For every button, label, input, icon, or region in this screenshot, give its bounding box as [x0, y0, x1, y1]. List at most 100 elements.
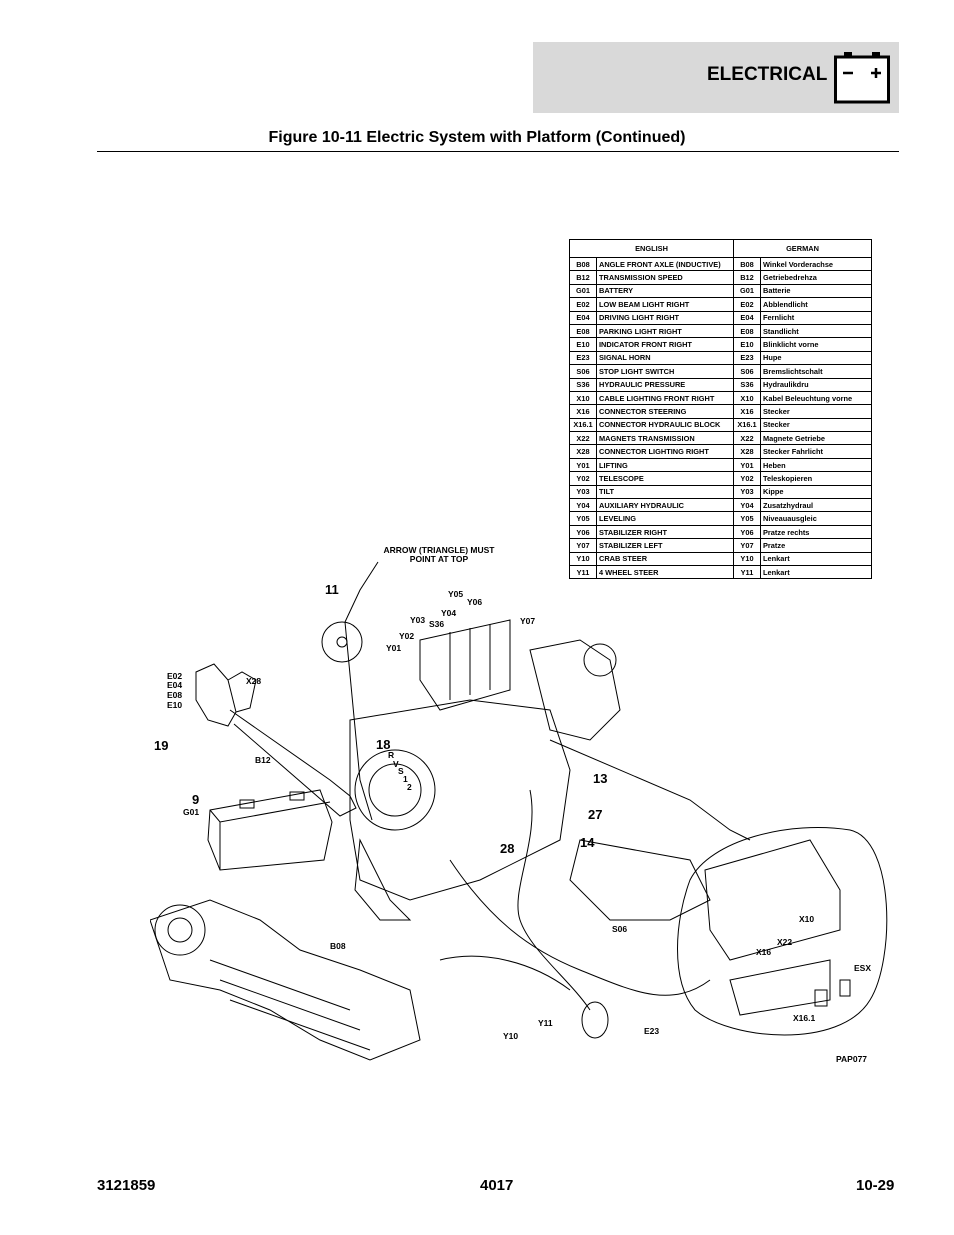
legend-code-german: G01 [733, 283, 761, 299]
legend-description-english: LEVELING [596, 511, 734, 526]
arrow-detail-circle [321, 621, 363, 663]
callout-11: 11 [325, 582, 339, 597]
battery-outline [207, 789, 333, 871]
label-x16-1: X16.1 [793, 1013, 816, 1023]
figure-title: Figure 10-11 Electric System with Platfo… [268, 129, 686, 146]
note-line-2: POINT AT TOP [409, 554, 469, 564]
legend-description-german: Getriebedrehza [760, 270, 872, 285]
light-bracket-arm [229, 709, 357, 817]
legend-header-row: ENGLISH GERMAN [569, 239, 872, 258]
hydraulic-valve-block [419, 619, 511, 711]
legend-description-english: TRANSMISSION SPEED [596, 270, 734, 285]
legend-description-english: HYDRAULIC PRESSURE [596, 377, 734, 392]
legend-code-english: Y04 [569, 498, 597, 513]
legend-description-german: Magnete Getriebe [760, 431, 872, 446]
label-r: R [388, 750, 395, 760]
label-e10: E10 [167, 700, 183, 710]
legend-description-german: Hydraulikdru [760, 377, 872, 392]
callout-19: 19 [154, 738, 169, 753]
horn-outline [581, 1001, 609, 1039]
control-box-detail-circle [677, 827, 888, 1036]
legend-code-english: G01 [569, 283, 597, 299]
legend-code-english: Y02 [569, 471, 597, 486]
note-line-1: ARROW (TRIANGLE) MUST [383, 545, 495, 555]
footer-model: 4017 [480, 1177, 514, 1194]
legend-code-english: E10 [569, 337, 597, 352]
legend-code-german: Y02 [733, 471, 761, 486]
legend-description-german: Bremslichtschalt [760, 364, 872, 379]
legend-code-german: Y03 [733, 484, 761, 500]
legend-description-english: LOW BEAM LIGHT RIGHT [596, 297, 734, 312]
legend-description-english: TILT [596, 484, 734, 500]
electrical-system-diagram [150, 561, 888, 1061]
legend-code-english: X16.1 [569, 417, 597, 433]
legend-description-english: BATTERY [596, 283, 734, 299]
label-pap077: PAP077 [836, 1054, 868, 1064]
legend-description-english: PARKING LIGHT RIGHT [596, 323, 734, 339]
label-s: S [398, 766, 404, 776]
label-e04: E04 [167, 680, 183, 690]
legend-header-english: ENGLISH [569, 239, 734, 258]
legend-code-english: S36 [569, 377, 597, 392]
headlight-housing [195, 663, 237, 727]
footer-doc-number: 3121859 [97, 1177, 156, 1194]
legend-description-english: DRIVING LIGHT RIGHT [596, 310, 734, 325]
callout-13: 13 [593, 771, 608, 786]
legend-code-english: X10 [569, 390, 597, 406]
label-y02: Y02 [399, 631, 415, 641]
legend-code-german: B12 [733, 270, 761, 285]
label-2: 2 [407, 782, 412, 792]
legend-description-german: Fernlicht [760, 310, 872, 325]
legend-code-german: X28 [733, 444, 761, 459]
legend-description-german: Pratze rechts [760, 524, 872, 540]
legend-description-english: ANGLE FRONT AXLE (INDUCTIVE) [596, 256, 734, 272]
legend-code-german: E23 [733, 350, 761, 366]
legend-description-english: CONNECTOR STEERING [596, 404, 734, 419]
label-e02: E02 [167, 671, 183, 681]
label-x16: X16 [756, 947, 772, 957]
legend-description-english: STOP LIGHT SWITCH [596, 364, 734, 379]
legend-code-english: Y06 [569, 524, 597, 540]
legend-code-german: S06 [733, 364, 761, 379]
legend-code-english: Y01 [569, 457, 597, 473]
label-1: 1 [403, 774, 408, 784]
legend-description-german: Kippe [760, 484, 872, 500]
legend-description-german: Heben [760, 457, 872, 473]
footer-page-number: 10-29 [856, 1177, 895, 1194]
label-esx: ESX [854, 963, 872, 973]
label-s36: S36 [429, 619, 445, 629]
legend-code-german: Y05 [733, 511, 761, 526]
legend-code-german: E04 [733, 310, 761, 325]
legend-description-german: Hupe [760, 350, 872, 366]
label-e08: E08 [167, 690, 183, 700]
header-rule [97, 151, 899, 152]
legend-code-english: B12 [569, 270, 597, 285]
legend-code-english: E02 [569, 297, 597, 312]
legend-code-english: X22 [569, 431, 597, 446]
legend-code-english: E08 [569, 323, 597, 339]
legend-description-english: MAGNETS TRANSMISSION [596, 431, 734, 446]
legend-description-english: TELESCOPE [596, 471, 734, 486]
label-b12: B12 [255, 755, 271, 765]
legend-description-german: Winkel Vorderachse [760, 256, 872, 272]
legend-description-german: Standlicht [760, 323, 872, 339]
legend-description-german: Lenkart [760, 564, 872, 580]
legend-code-english: Y05 [569, 511, 597, 526]
legend-description-german: Stecker Fahrlicht [760, 444, 872, 459]
label-g01: G01 [183, 807, 200, 817]
label-s06: S06 [612, 924, 628, 934]
legend-code-german: X16 [733, 404, 761, 419]
label-y03: Y03 [410, 615, 426, 625]
legend-code-german: Y04 [733, 498, 761, 513]
